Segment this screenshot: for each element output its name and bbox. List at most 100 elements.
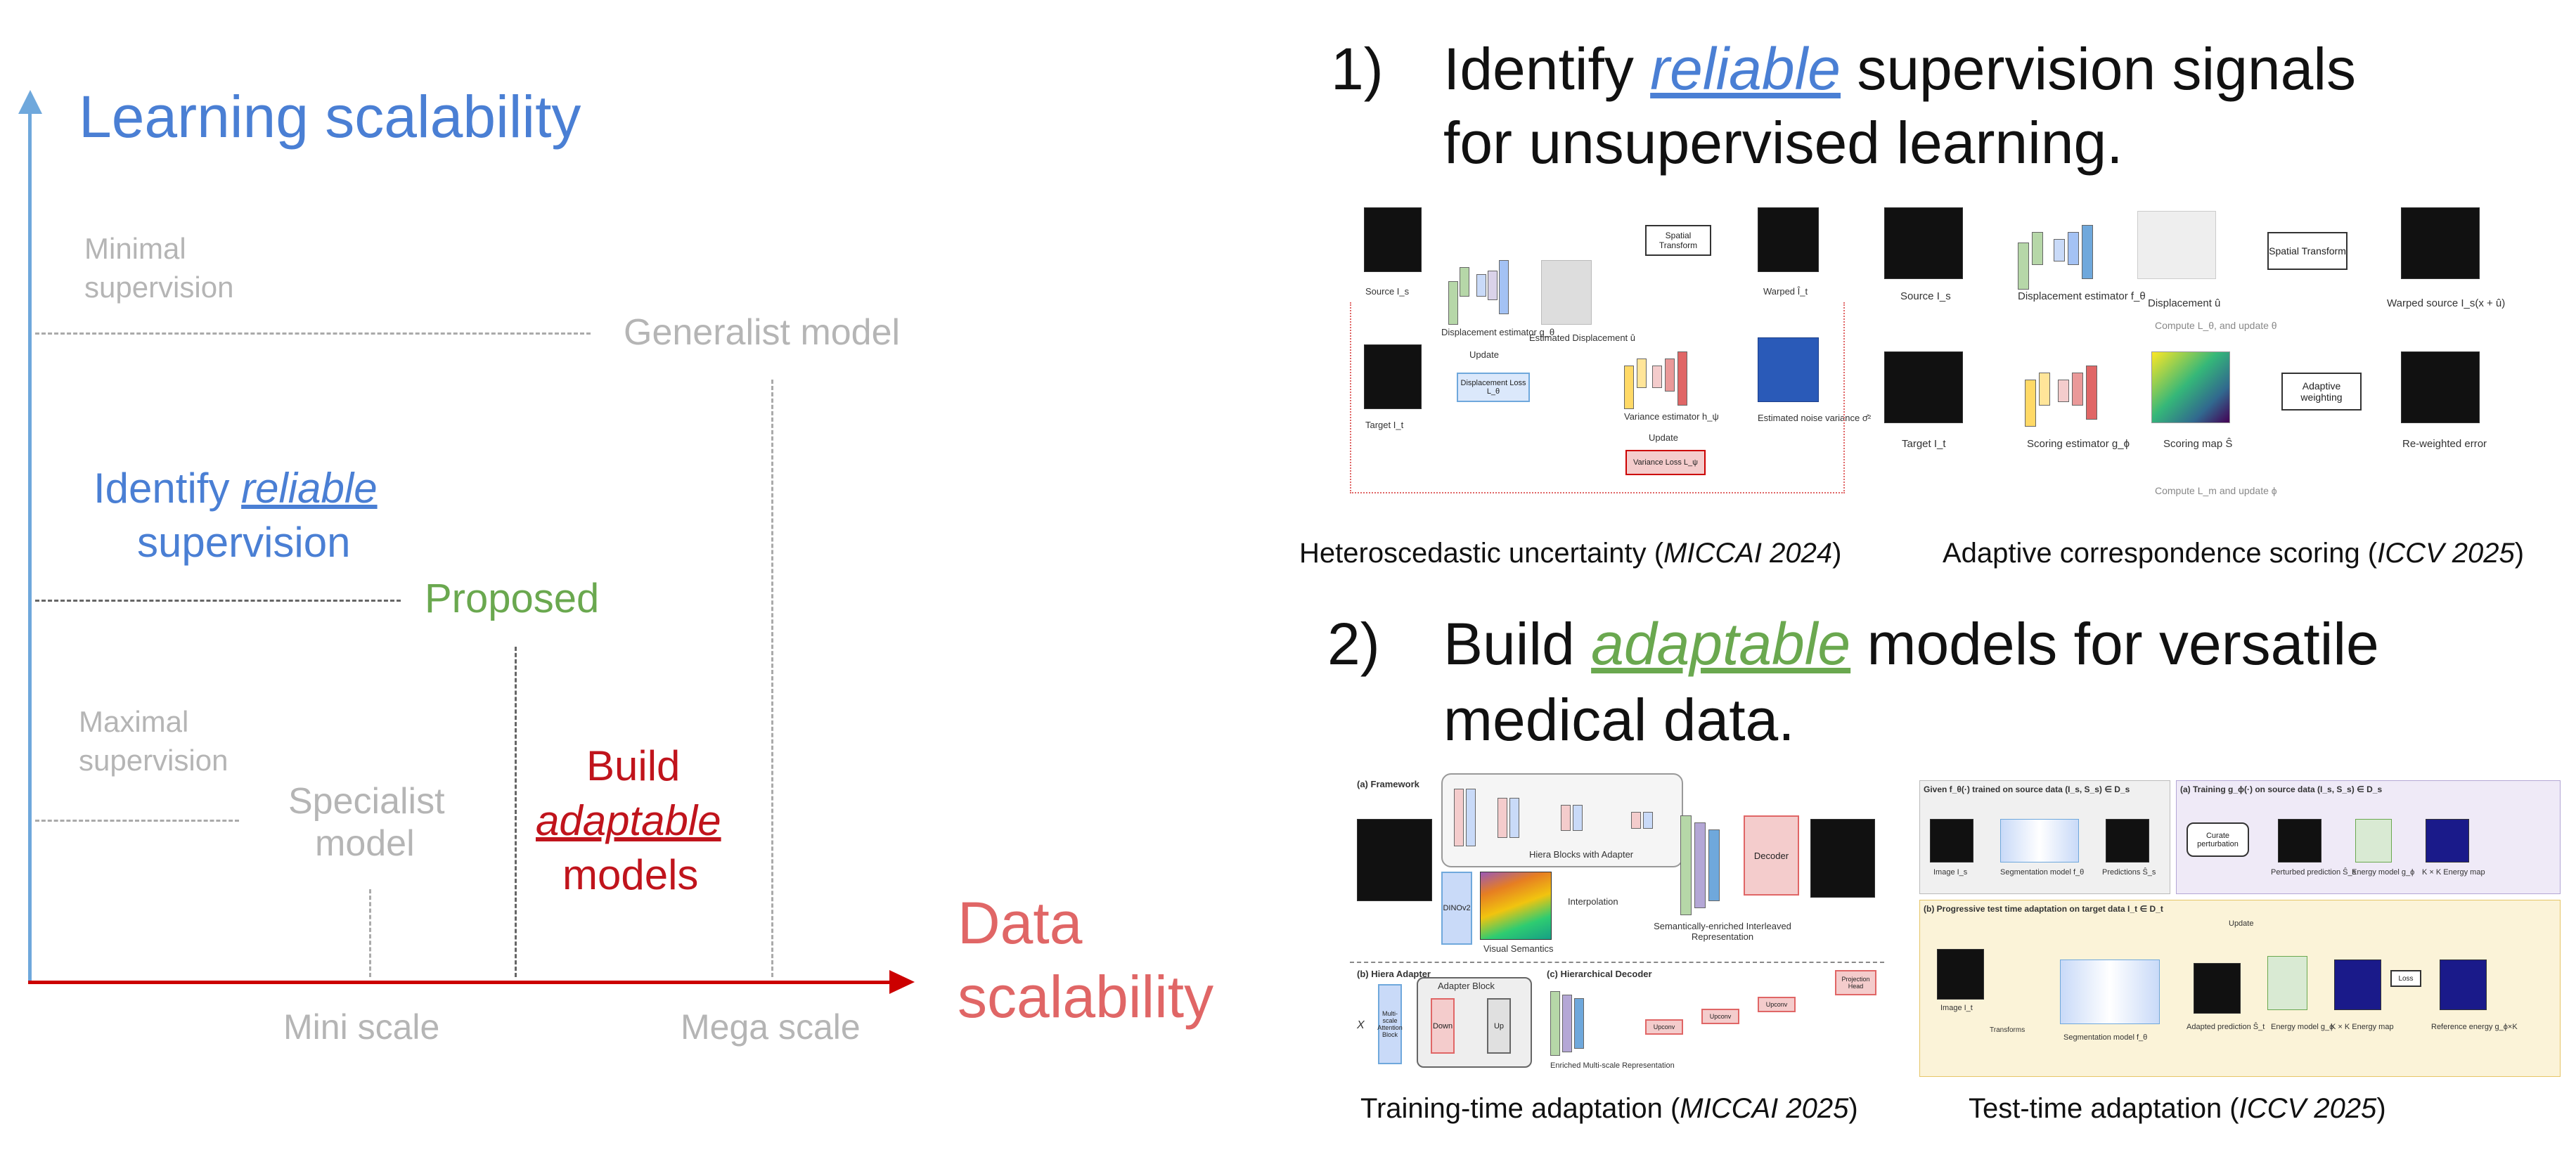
minimal-supervision-line1: Minimal [84,232,186,265]
generalist-model-label: Generalist model [624,312,901,353]
identify-reliable-line1: Identify reliable [94,464,378,512]
fig2-scoring-map-label: Scoring map Ŝ [2163,438,2233,450]
fig2-compute1-label: Compute L_θ, and update θ [2155,320,2277,331]
identify-reliable-em: reliable [241,465,378,512]
fig4-training: (a) Training g_ϕ(·) on source data (I_s,… [2180,784,2383,794]
fig4-seg-model-2 [2060,960,2160,1024]
fig3-interleaved-bar-2 [1694,822,1706,908]
fig3-up: Up [1487,998,1511,1054]
fig2-adaptive-weighting: Adaptive weighting [2281,373,2362,411]
fig4-loss: Loss [2390,970,2421,987]
fig4-image-s [1930,819,1973,862]
fig1-spatial-transform: Spatial Transform [1645,225,1711,256]
fig1-source-label: Source I_s [1365,286,1410,297]
fig4-adapted-label: Adapted prediction Ŝ_t [2187,1023,2265,1031]
item2-adaptable: adaptable [1591,611,1851,677]
fig1-est-disp-label: Estimated Displacement û [1529,332,1636,343]
fig2-scoring-est-label: Scoring estimator g_ϕ [2027,438,2130,450]
fig1-red-dotted-loop [1350,302,1845,493]
fig3-hiera-bar-4 [1509,798,1519,838]
fig4-transform-label: Transforms [1990,1026,2026,1034]
fig2-score-bar-5 [2086,366,2097,420]
cap2-pre: Adaptive correspondence scoring ( [1943,538,2378,569]
fig3-enriched-label: Enriched Multi-scale Representation [1550,1061,1675,1070]
fig4-preds [2106,819,2149,862]
caption-heteroscedastic: Heteroscedastic uncertainty (MICCAI 2024… [1299,538,1841,569]
fig4-energy-map-label: K × K Energy map [2331,1023,2394,1031]
fig4-image-t-label: Image I_t [1940,1004,1973,1012]
fig4-reference-label: Reference energy g_ϕ×K [2431,1023,2518,1031]
var-estimator-bar-5 [1677,351,1687,406]
fig1-target-label: Target I_t [1365,420,1404,430]
fig2-disp-bar-2 [2032,232,2043,265]
fig4-image-t [1937,949,1984,1000]
fig4-perturbed [2278,819,2321,862]
fig3-hiera-adapter: (b) Hiera Adapter [1357,969,1431,979]
fig2-warped-label: Warped source I_s(x + û) [2387,297,2506,309]
fig3-semantic-label: Semantically-enriched Interleaved Repres… [1654,921,1791,942]
fig3-down: Down [1431,998,1455,1054]
fig2-source-label: Source I_s [1900,290,1951,302]
fig3-dinov2: DINOv2 [1441,872,1472,945]
figure-heteroscedastic: Source I_s Target I_t Displacement estim… [1336,200,1871,510]
var-estimator-bar-3 [1652,366,1662,388]
fig2-displacement-image [2137,211,2216,279]
fig3-upconv-3: Upconv [1758,997,1796,1012]
fig3-hiera-bar-8 [1643,812,1653,829]
cap3-post: ) [1848,1093,1858,1124]
fig4-seg-model-label: Segmentation model f_θ [2000,868,2085,877]
fig3-interleaved-bar-3 [1708,829,1720,901]
fig4-curate: Curate perturbation [2187,822,2249,857]
cap2-post: ) [2514,538,2525,569]
fig3-dec-bar-2 [1562,995,1572,1052]
item1-pre: Identify [1443,36,1651,102]
fig3-hiera-bar-2 [1466,789,1476,846]
maximal-dash [35,820,239,822]
item2-number: 2) [1327,611,1380,677]
y-axis-title: Learning scalability [79,84,581,150]
fig3-decoder: Decoder [1744,815,1799,896]
proposed-dash [35,600,401,602]
fig4-adapted [2194,963,2241,1014]
fig4-seg-model [2000,819,2079,862]
fig2-target-label: Target I_t [1902,438,1946,450]
specialist-line2: model [315,823,415,864]
disp-estimator-bar-2 [1460,267,1469,297]
fig3-hiera-bar-1 [1454,789,1464,846]
x-axis-title-line1: Data [958,890,1083,956]
est-displacement-image [1541,260,1592,325]
fig2-score-bar-2 [2039,373,2050,406]
fig2-scoring-map [2151,351,2230,423]
item2-post: models for versatile [1850,611,2379,677]
fig3-echo-image [1357,819,1432,901]
fig1-variance-loss: Variance Loss L_ψ [1625,450,1706,475]
fig2-score-bar-3 [2058,380,2069,402]
figure-training-time-adaptation: (a) Framework Hiera Blocks with Adapter … [1350,773,1884,1075]
fig4-update: Update [2229,919,2254,928]
x-axis-title-line2: scalability [958,964,1214,1030]
cap2-em: ICCV 2025 [2377,538,2515,569]
disp-estimator-bar-3 [1476,274,1486,297]
x-axis [28,981,893,984]
fig3-divider [1350,962,1884,963]
disp-estimator-bar-4 [1488,271,1498,300]
fig3-mask-image [1810,819,1875,898]
noise-variance-image [1758,337,1819,402]
fig4-energy2-label: Energy model g_ϕ [2271,1023,2334,1031]
fig2-disp-bar-4 [2068,232,2079,265]
mini-dash [369,889,371,977]
cap4-pre: Test-time adaptation ( [1969,1093,2239,1124]
cap1-post: ) [1832,538,1842,569]
fig3-interp-label: Interpolation [1568,896,1618,907]
specialist-line1: Specialist [288,781,445,822]
x-axis-arrowhead [889,970,915,994]
cap1-pre: Heteroscedastic uncertainty ( [1299,538,1664,569]
fig4-given: Given f_θ(·) trained on source data (I_s… [1924,784,2130,794]
caption-adaptive: Adaptive correspondence scoring (ICCV 20… [1943,538,2524,569]
figure-test-time-adaptation: Given f_θ(·) trained on source data (I_s… [1919,780,2563,1077]
build-line3: models [562,851,699,898]
fig3-dec-bar-1 [1550,991,1560,1056]
proposed-label: Proposed [425,576,600,621]
proposed-vertical-dash [515,647,517,977]
y-axis-arrowhead [18,90,42,114]
